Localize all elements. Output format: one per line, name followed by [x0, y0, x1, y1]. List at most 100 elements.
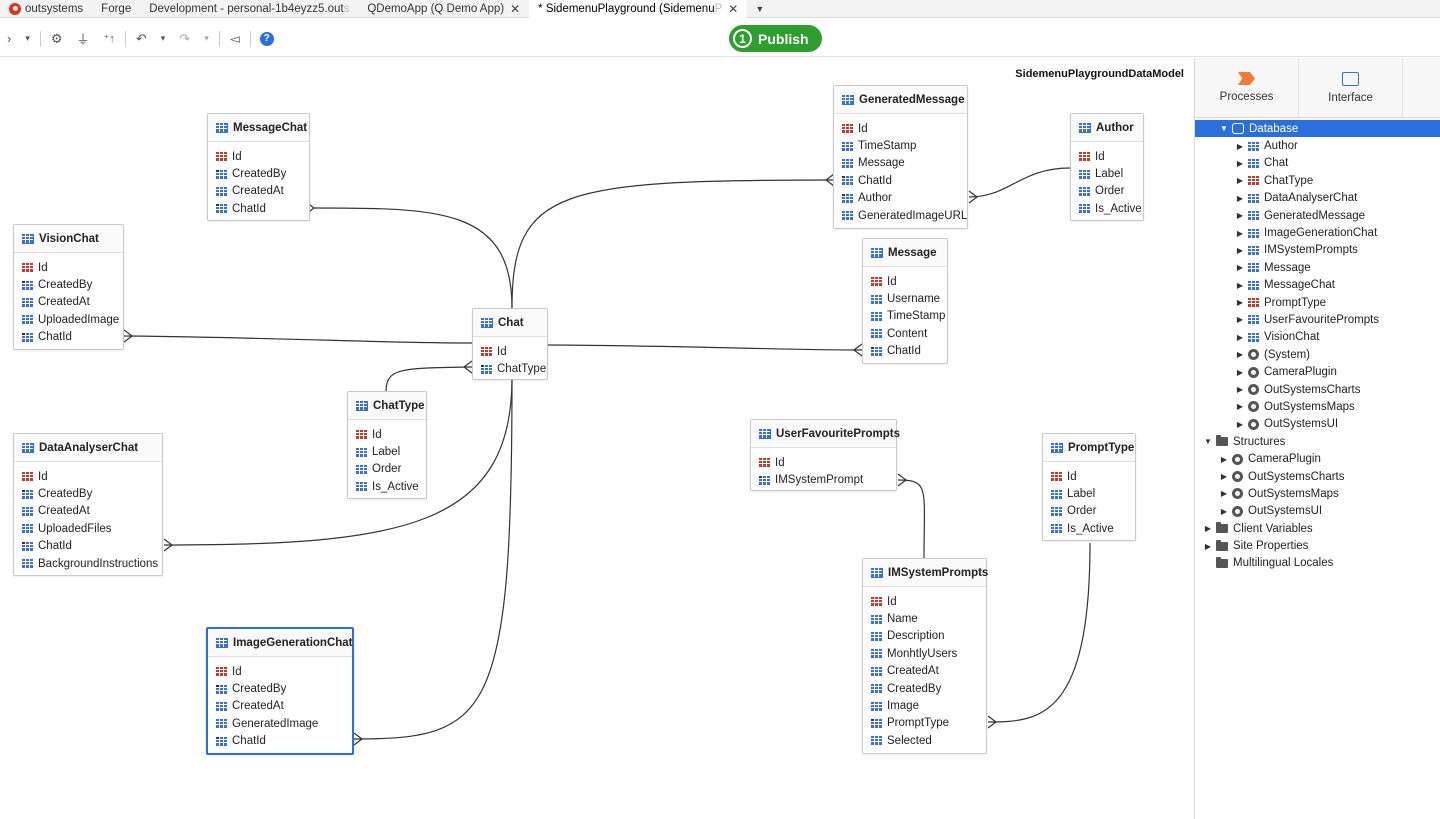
redo-icon[interactable]: ↷ [179, 30, 191, 46]
undo-icon[interactable]: ↶ [135, 30, 147, 46]
entity-chattype[interactable]: ChatType Id Label Order Is_Active [347, 391, 427, 499]
entity-author[interactable]: Author Id Label Order Is_Active [1070, 113, 1144, 221]
redo-dropdown-icon[interactable]: ▾ [204, 33, 209, 43]
entity-attribute[interactable]: Is_Active [1071, 200, 1143, 217]
entity-chat[interactable]: Chat Id ChatType [472, 308, 548, 380]
entity-userfavouriteprompts[interactable]: UserFavouritePrompts Id IMSystemPrompt [750, 419, 900, 491]
tree-item-outsystemsui[interactable]: ▶OutSystemsUI [1195, 416, 1440, 433]
entity-attribute[interactable]: Content [863, 325, 947, 342]
entity-attribute[interactable]: Id [208, 148, 309, 165]
tree-item-imagegenerationchat[interactable]: ▶ImageGenerationChat [1195, 224, 1440, 241]
tab-forge[interactable]: Forge [92, 0, 140, 18]
data-model-canvas[interactable]: SidemenuPlaygroundDataModel MessageChat … [0, 58, 1194, 819]
tree-item-cameraplugin[interactable]: ▶CameraPlugin [1195, 363, 1440, 380]
entity-imagegenerationchat[interactable]: ImageGenerationChat Id CreatedBy Created… [206, 627, 354, 755]
tree-item-outsystemsui[interactable]: ▶OutSystemsUI [1195, 503, 1440, 520]
entity-attribute[interactable]: Id [863, 593, 986, 610]
entity-attribute[interactable]: ChatType [473, 360, 547, 377]
expand-arrow-icon[interactable]: ▶ [1236, 402, 1244, 412]
entity-attribute[interactable]: Description [863, 628, 986, 645]
expand-arrow-icon[interactable]: ▶ [1236, 280, 1244, 290]
publish-button[interactable]: 1 Publish [729, 25, 822, 52]
entity-attribute[interactable]: CreatedBy [208, 165, 309, 182]
entity-attribute[interactable]: TimeStamp [863, 308, 947, 325]
tree-item-chat[interactable]: ▶Chat [1195, 155, 1440, 172]
tree-item-outsystemscharts[interactable]: ▶OutSystemsCharts [1195, 468, 1440, 485]
expand-arrow-icon[interactable]: ▶ [1236, 245, 1244, 255]
entity-attribute[interactable]: UploadedFiles [14, 520, 162, 537]
tree-item-outsystemsmaps[interactable]: ▶OutSystemsMaps [1195, 485, 1440, 502]
entity-prompttype[interactable]: PromptType Id Label Order Is_Active [1042, 433, 1136, 541]
tab-qdemoapp[interactable]: QDemoApp (Q Demo App) ✕ [358, 0, 529, 18]
entity-attribute[interactable]: Message [834, 155, 967, 172]
entity-attribute[interactable]: Id [1043, 468, 1135, 485]
entity-imsystemprompts[interactable]: IMSystemPrompts Id Name Description Monh… [862, 558, 988, 754]
entity-attribute[interactable]: GeneratedImage [208, 715, 352, 732]
tab-processes[interactable]: Processes [1195, 58, 1299, 117]
entity-attribute[interactable]: BackgroundInstructions [14, 555, 162, 572]
entity-attribute[interactable]: CreatedBy [863, 680, 986, 697]
entity-attribute[interactable]: Is_Active [1043, 520, 1135, 537]
entity-attribute[interactable]: ChatId [14, 329, 123, 346]
expand-arrow-icon[interactable]: ▶ [1236, 158, 1244, 168]
expand-arrow-icon[interactable]: ▶ [1236, 141, 1244, 151]
tab-outsystems[interactable]: outsystems [0, 0, 92, 18]
entity-attribute[interactable]: Order [348, 461, 426, 478]
expand-arrow-icon[interactable]: ▶ [1220, 454, 1228, 464]
expand-arrow-icon[interactable]: ▶ [1220, 489, 1228, 499]
expand-arrow-icon[interactable]: ▶ [1236, 419, 1244, 429]
entity-attribute[interactable]: Id [208, 663, 352, 680]
tree-item-message[interactable]: ▶Message [1195, 259, 1440, 276]
tab-interface[interactable]: Interface [1299, 58, 1403, 117]
entity-attribute[interactable]: Id [14, 468, 162, 485]
tree-item-structures[interactable]: ▼Structures [1195, 433, 1440, 450]
expand-arrow-icon[interactable]: ▶ [1236, 315, 1244, 325]
tree-item-userfavouriteprompts[interactable]: ▶UserFavouritePrompts [1195, 311, 1440, 328]
expand-arrow-icon[interactable]: ▶ [1236, 298, 1244, 308]
entity-dataanalyserchat[interactable]: DataAnalyserChat Id CreatedBy CreatedAt … [13, 433, 163, 576]
entity-attribute[interactable]: Name [863, 610, 986, 627]
entity-attribute[interactable]: CreatedAt [208, 698, 352, 715]
expand-arrow-icon[interactable]: ▶ [1220, 506, 1228, 516]
entity-attribute[interactable]: Label [1043, 485, 1135, 502]
close-icon[interactable]: ✕ [728, 2, 739, 16]
undo-dropdown-icon[interactable]: ▾ [160, 33, 166, 43]
tree-item-generatedmessage[interactable]: ▶GeneratedMessage [1195, 207, 1440, 224]
entity-attribute[interactable]: CreatedAt [14, 294, 123, 311]
entity-attribute[interactable]: Id [473, 343, 547, 360]
expand-arrow-icon[interactable]: ▶ [1204, 524, 1212, 534]
entity-attribute[interactable]: Id [863, 273, 947, 290]
entity-messagechat[interactable]: MessageChat Id CreatedBy CreatedAt ChatI… [207, 113, 310, 221]
expand-arrow-icon[interactable]: ▶ [1236, 193, 1244, 203]
tree-item-system[interactable]: ▶(System) [1195, 346, 1440, 363]
expand-arrow-icon[interactable]: ▶ [1236, 176, 1244, 186]
collapse-arrow-icon[interactable]: ▼ [1204, 437, 1212, 447]
tab-list-dropdown-icon[interactable]: ▼ [755, 3, 765, 14]
tree-item-imsystemprompts[interactable]: ▶IMSystemPrompts [1195, 242, 1440, 259]
expand-arrow-icon[interactable]: ▶ [1236, 385, 1244, 395]
entity-attribute[interactable]: GeneratedImageURL [834, 207, 967, 224]
tree-item-visionchat[interactable]: ▶VisionChat [1195, 329, 1440, 346]
merge-icon[interactable]: ⁺↑ [103, 33, 115, 45]
entity-generatedmessage[interactable]: GeneratedMessage Id TimeStamp Message Ch… [833, 85, 968, 229]
entity-attribute[interactable]: CreatedAt [208, 183, 309, 200]
entity-attribute[interactable]: CreatedBy [14, 276, 123, 293]
entity-attribute[interactable]: CreatedAt [14, 503, 162, 520]
gear-icon[interactable]: ⚙ [50, 30, 63, 46]
entity-attribute[interactable]: PromptType [863, 715, 986, 732]
tree-item-multilingual-locales[interactable]: Multilingual Locales [1195, 555, 1440, 572]
entity-attribute[interactable]: MonhtlyUsers [863, 645, 986, 662]
entity-attribute[interactable]: Image [863, 697, 986, 714]
tree-item-database[interactable]: ▼Database [1195, 120, 1440, 138]
tree-item-dataanalyserchat[interactable]: ▶DataAnalyserChat [1195, 190, 1440, 207]
tree-item-outsystemscharts[interactable]: ▶OutSystemsCharts [1195, 381, 1440, 398]
plug-icon[interactable]: ⏚ [76, 32, 90, 47]
expand-arrow-icon[interactable]: ▶ [1236, 263, 1244, 273]
entity-attribute[interactable]: Id [14, 259, 123, 276]
megaphone-icon[interactable]: ◅ [229, 30, 240, 46]
expand-arrow-icon[interactable]: ▶ [1236, 332, 1244, 342]
help-icon[interactable]: ? [259, 31, 274, 46]
expand-arrow-icon[interactable]: ▶ [1204, 541, 1212, 551]
